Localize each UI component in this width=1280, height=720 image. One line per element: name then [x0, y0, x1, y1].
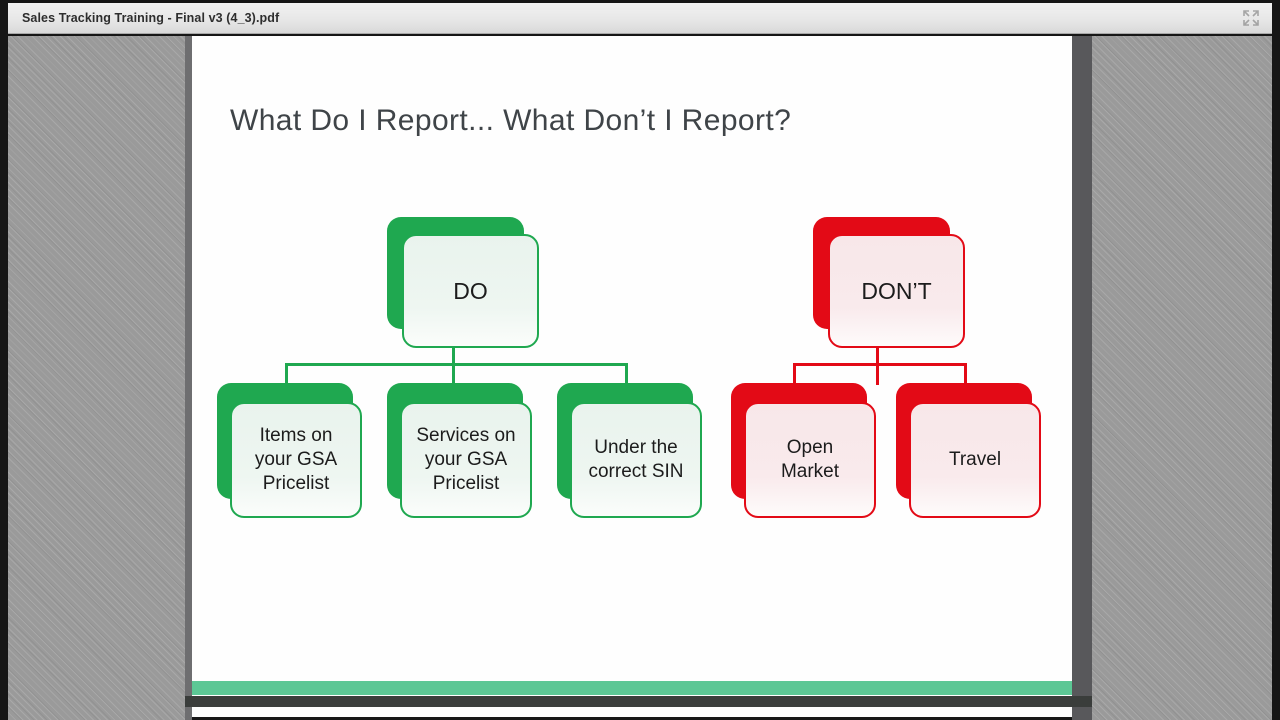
- titlebar[interactable]: Sales Tracking Training - Final v3 (4_3)…: [8, 3, 1272, 34]
- pdf-page[interactable]: What Do I Report... What Don’t I Report?…: [192, 36, 1072, 696]
- fullscreen-expand-icon[interactable]: [1242, 9, 1260, 27]
- node-dont-label: DON’T: [828, 234, 965, 348]
- page-shadow-left: [185, 36, 192, 720]
- connector-do-drop-left: [285, 363, 288, 385]
- node-label: Travel: [909, 402, 1041, 518]
- slide-title: What Do I Report... What Don’t I Report?: [230, 104, 792, 137]
- node-label: Under the correct SIN: [570, 402, 702, 518]
- connector-dont-drop-left: [793, 363, 796, 385]
- connector-do-stem: [452, 347, 455, 385]
- connector-do-drop-right: [625, 363, 628, 385]
- viewer-background-right: [1092, 36, 1272, 720]
- connector-do-horizontal: [285, 363, 628, 366]
- next-page-edge: [192, 707, 1072, 717]
- document-title: Sales Tracking Training - Final v3 (4_3)…: [22, 11, 280, 25]
- connector-dont-drop-right: [964, 363, 967, 385]
- connector-dont-stem: [876, 347, 879, 385]
- node-label: Items on your GSA Pricelist: [230, 402, 362, 518]
- page-shadow-right: [1072, 36, 1092, 720]
- slide-footer-bar: [192, 681, 1072, 695]
- node-do-label: DO: [402, 234, 539, 348]
- node-label: Open Market: [744, 402, 876, 518]
- page-gap: [185, 696, 1092, 707]
- node-label: Services on your GSA Pricelist: [400, 402, 532, 518]
- connector-dont-horizontal: [793, 363, 967, 366]
- viewer-background-left: [8, 36, 185, 720]
